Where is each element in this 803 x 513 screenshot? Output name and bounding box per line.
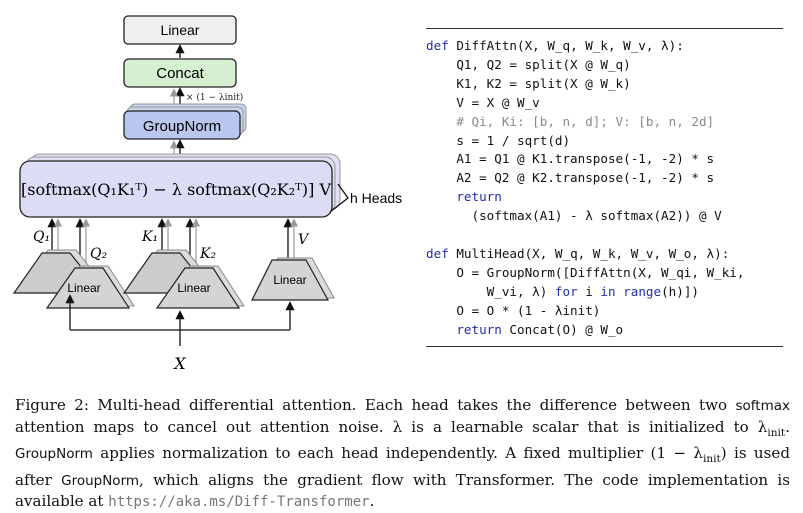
- code-keyword: return: [426, 189, 502, 205]
- code-line: A1 = Q1 @ K1.transpose(-1, -2) * s: [426, 151, 715, 167]
- code-line: V = X @ W_v: [426, 94, 540, 110]
- code-line: A2 = Q2 @ K2.transpose(-1, -2) * s: [426, 170, 715, 186]
- q1-label: Q₁: [33, 229, 50, 245]
- input-fanout: [65, 294, 295, 346]
- caption-text: applies normalization to each head indep…: [92, 444, 703, 463]
- code-keyword: for: [554, 283, 578, 299]
- code-line: W_vi, λ): [426, 283, 555, 299]
- code-line: Concat(O) @ W_o: [501, 321, 624, 337]
- concat-label: Concat: [156, 65, 204, 82]
- diff-attention-block: [softmax(Q₁K₁ᵀ) − λ softmax(Q₂K₂ᵀ)] V: [19, 153, 341, 218]
- linear-k-label: Linear: [177, 281, 210, 295]
- caption-text: , which aligns the gradient flow with Tr…: [139, 470, 790, 489]
- architecture-diagram: Linear Concat × (1 − λinit) GroupNorm [s…: [12, 15, 402, 373]
- caption-text: Figure 2: Multi-head differential attent…: [15, 396, 736, 414]
- code-keyword: return: [426, 321, 502, 337]
- code-keyword: in: [600, 283, 616, 299]
- code-line: DiffAttn(X, W_q, W_k, W_v, λ):: [448, 38, 684, 53]
- code-line: i: [577, 283, 601, 299]
- q2-label: Q₂: [90, 246, 107, 262]
- linear-k-block: Linear: [122, 249, 245, 309]
- caption-sub: init: [702, 453, 721, 466]
- v-label: V: [298, 232, 310, 248]
- linear-v-label: Linear: [273, 273, 306, 287]
- code-line: (h)]): [661, 283, 699, 299]
- k2-label: K₂: [199, 246, 216, 262]
- caption-line: attention maps to cancel out attention n…: [15, 417, 790, 444]
- caption-line: GroupNorm applies normalization to each …: [15, 443, 790, 470]
- caption-line: after GroupNorm, which aligns the gradie…: [15, 470, 790, 492]
- code-line: K1, K2 = split(X @ W_k): [426, 75, 631, 91]
- heads-label: h Heads: [350, 190, 402, 206]
- caption-text: attention maps to cancel out attention n…: [15, 417, 768, 436]
- x-input-label: X: [172, 354, 186, 373]
- caption-groupnorm: GroupNorm: [61, 472, 140, 489]
- caption-text: .: [369, 492, 375, 511]
- caption-groupnorm: GroupNorm: [15, 446, 93, 463]
- linear-output-block: Linear: [123, 15, 237, 45]
- caption-url-link[interactable]: https://aka.ms/Diff-Transformer: [108, 494, 370, 511]
- code-line: Q1, Q2 = split(X @ W_q): [426, 56, 631, 72]
- scale-label: × (1 − λinit): [186, 92, 243, 103]
- heads-bracket: h Heads: [329, 183, 402, 213]
- caption-softmax: softmax: [735, 398, 790, 414]
- linear-q-label: Linear: [67, 281, 100, 295]
- attention-formula: [softmax(Q₁K₁ᵀ) − λ softmax(Q₂K₂ᵀ)] V: [21, 180, 331, 199]
- code-line: O = GroupNorm([DiffAttn(X, W_qi, W_ki,: [426, 264, 745, 280]
- code-listing: def DiffAttn(X, W_q, W_k, W_v, λ): Q1, Q…: [426, 28, 783, 347]
- k1-label: K₁: [141, 229, 158, 245]
- code-line: MultiHead(X, W_q, W_k, W_v, W_o, λ):: [448, 245, 730, 261]
- figure-caption: Figure 2: Multi-head differential attent…: [15, 395, 790, 513]
- code-keyword: def: [426, 245, 449, 261]
- linear-v-block: Linear: [251, 257, 335, 301]
- code-keyword: def: [426, 38, 449, 53]
- concat-block: Concat: [123, 58, 237, 88]
- caption-sub: init: [767, 426, 786, 439]
- caption-text: after: [15, 470, 62, 489]
- caption-text: .: [785, 417, 790, 436]
- code-line: (softmax(A1) - λ softmax(A2)) @ V: [426, 208, 722, 224]
- caption-text: ) is used: [720, 444, 790, 463]
- caption-line: available at https://aka.ms/Diff-Transfo…: [15, 491, 790, 513]
- linear-output-label: Linear: [161, 22, 200, 38]
- caption-line: Figure 2: Multi-head differential attent…: [15, 395, 790, 417]
- code-line: s = 1 / sqrt(d): [426, 132, 571, 148]
- linear-q-block: Linear: [12, 249, 135, 309]
- code-keyword: range: [615, 283, 662, 299]
- code-comment: # Qi, Ki: [b, n, d]; V: [b, n, 2d]: [426, 113, 715, 129]
- code-line: O = O * (1 - λinit): [426, 302, 601, 318]
- groupnorm-label: GroupNorm: [143, 118, 221, 135]
- caption-text: available at: [15, 492, 109, 511]
- groupnorm-block: GroupNorm: [123, 103, 247, 140]
